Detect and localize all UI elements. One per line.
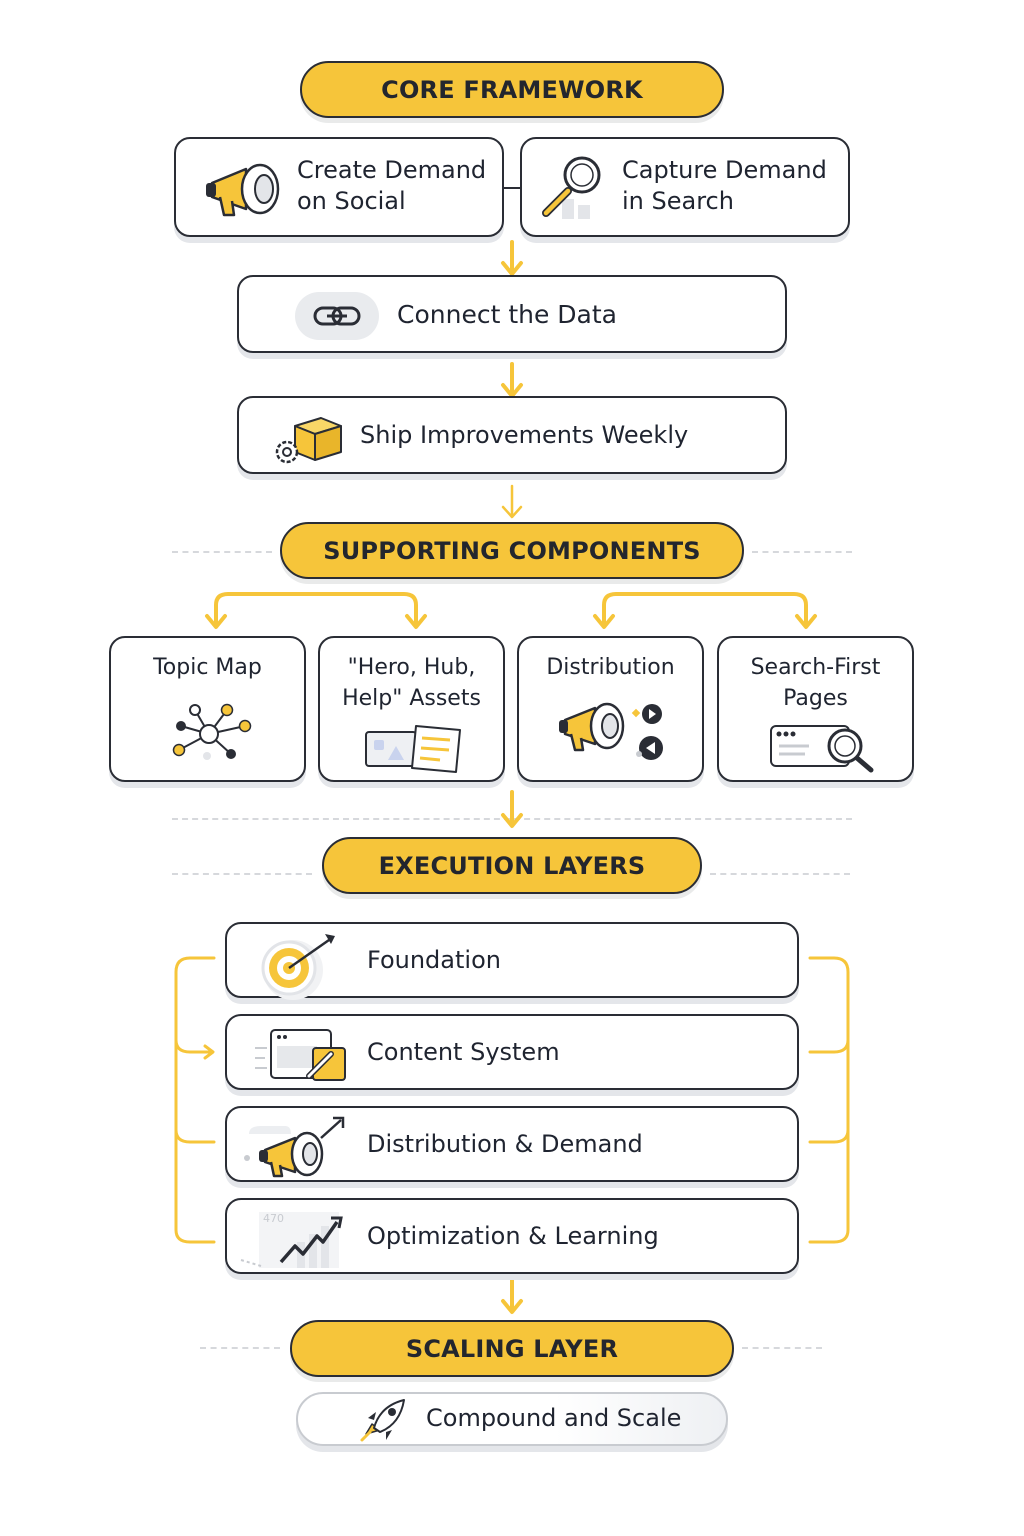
card-topic-map[interactable]: Topic Map xyxy=(109,636,306,782)
chart-tick-label: 470 xyxy=(263,1212,284,1225)
divider-line xyxy=(710,873,850,875)
assets-icon xyxy=(364,722,464,776)
layer-distribution-demand[interactable]: Distribution & Demand xyxy=(225,1106,799,1182)
link-icon xyxy=(295,292,379,340)
card-hero-hub-help-line2: Help" Assets xyxy=(342,686,481,711)
card-distribution-label: Distribution xyxy=(546,655,675,680)
network-icon xyxy=(167,698,255,764)
content-edit-icon xyxy=(251,1026,351,1086)
search-page-icon xyxy=(769,722,879,774)
section-header-scaling: SCALING LAYER xyxy=(290,1320,734,1377)
magnifier-icon xyxy=(540,155,606,223)
card-search-first-line2: Pages xyxy=(783,686,848,711)
layer-content-system-label: Content System xyxy=(367,1038,560,1066)
card-capture-demand-line1: Capture Demand xyxy=(622,156,827,184)
divider-line xyxy=(172,873,312,875)
card-capture-demand-line2: in Search xyxy=(622,187,734,215)
card-connect-data[interactable]: Connect the Data xyxy=(237,275,787,353)
section-header-supporting: SUPPORTING COMPONENTS xyxy=(280,522,744,579)
card-distribution[interactable]: Distribution xyxy=(517,636,704,782)
card-ship-improvements[interactable]: Ship Improvements Weekly xyxy=(237,396,787,474)
layer-foundation[interactable]: Foundation xyxy=(225,922,799,1000)
layer-optimization-learning-label: Optimization & Learning xyxy=(367,1222,659,1250)
layer-content-system[interactable]: Content System xyxy=(225,1014,799,1090)
layer-foundation-label: Foundation xyxy=(367,946,501,974)
divider-line xyxy=(742,1347,822,1349)
section-header-core: CORE FRAMEWORK xyxy=(300,61,724,118)
divider-line xyxy=(172,818,852,820)
megaphone-icon xyxy=(202,157,282,223)
card-search-first-pages[interactable]: Search-First Pages xyxy=(717,636,914,782)
card-ship-improvements-label: Ship Improvements Weekly xyxy=(360,421,689,449)
card-compound-scale-label: Compound and Scale xyxy=(426,1404,682,1432)
growth-chart-icon xyxy=(237,1206,347,1272)
divider-line xyxy=(752,551,852,553)
megaphone-play-icon xyxy=(555,696,669,766)
layer-distribution-demand-label: Distribution & Demand xyxy=(367,1130,643,1158)
section-header-execution: EXECUTION LAYERS xyxy=(322,837,702,894)
card-create-demand-line2: on Social xyxy=(297,187,406,215)
divider-line xyxy=(172,551,272,553)
card-compound-scale[interactable]: Compound and Scale xyxy=(296,1392,728,1446)
megaphone-growth-icon xyxy=(241,1114,351,1180)
card-hero-hub-help[interactable]: "Hero, Hub, Help" Assets xyxy=(318,636,505,782)
card-connect-data-label: Connect the Data xyxy=(397,300,617,329)
card-capture-demand[interactable]: Capture Demand in Search xyxy=(520,137,850,237)
package-gear-icon xyxy=(271,412,347,466)
card-topic-map-label: Topic Map xyxy=(153,655,262,680)
rocket-icon xyxy=(356,1396,410,1444)
card-create-demand-line1: Create Demand xyxy=(297,156,487,184)
card-search-first-line1: Search-First xyxy=(750,655,881,680)
divider-line xyxy=(200,1347,280,1349)
target-icon xyxy=(255,930,345,1000)
card-create-demand[interactable]: Create Demand on Social xyxy=(174,137,504,237)
layer-optimization-learning[interactable]: 470 Optimization & Learning xyxy=(225,1198,799,1274)
card-hero-hub-help-line1: "Hero, Hub, xyxy=(347,655,476,680)
